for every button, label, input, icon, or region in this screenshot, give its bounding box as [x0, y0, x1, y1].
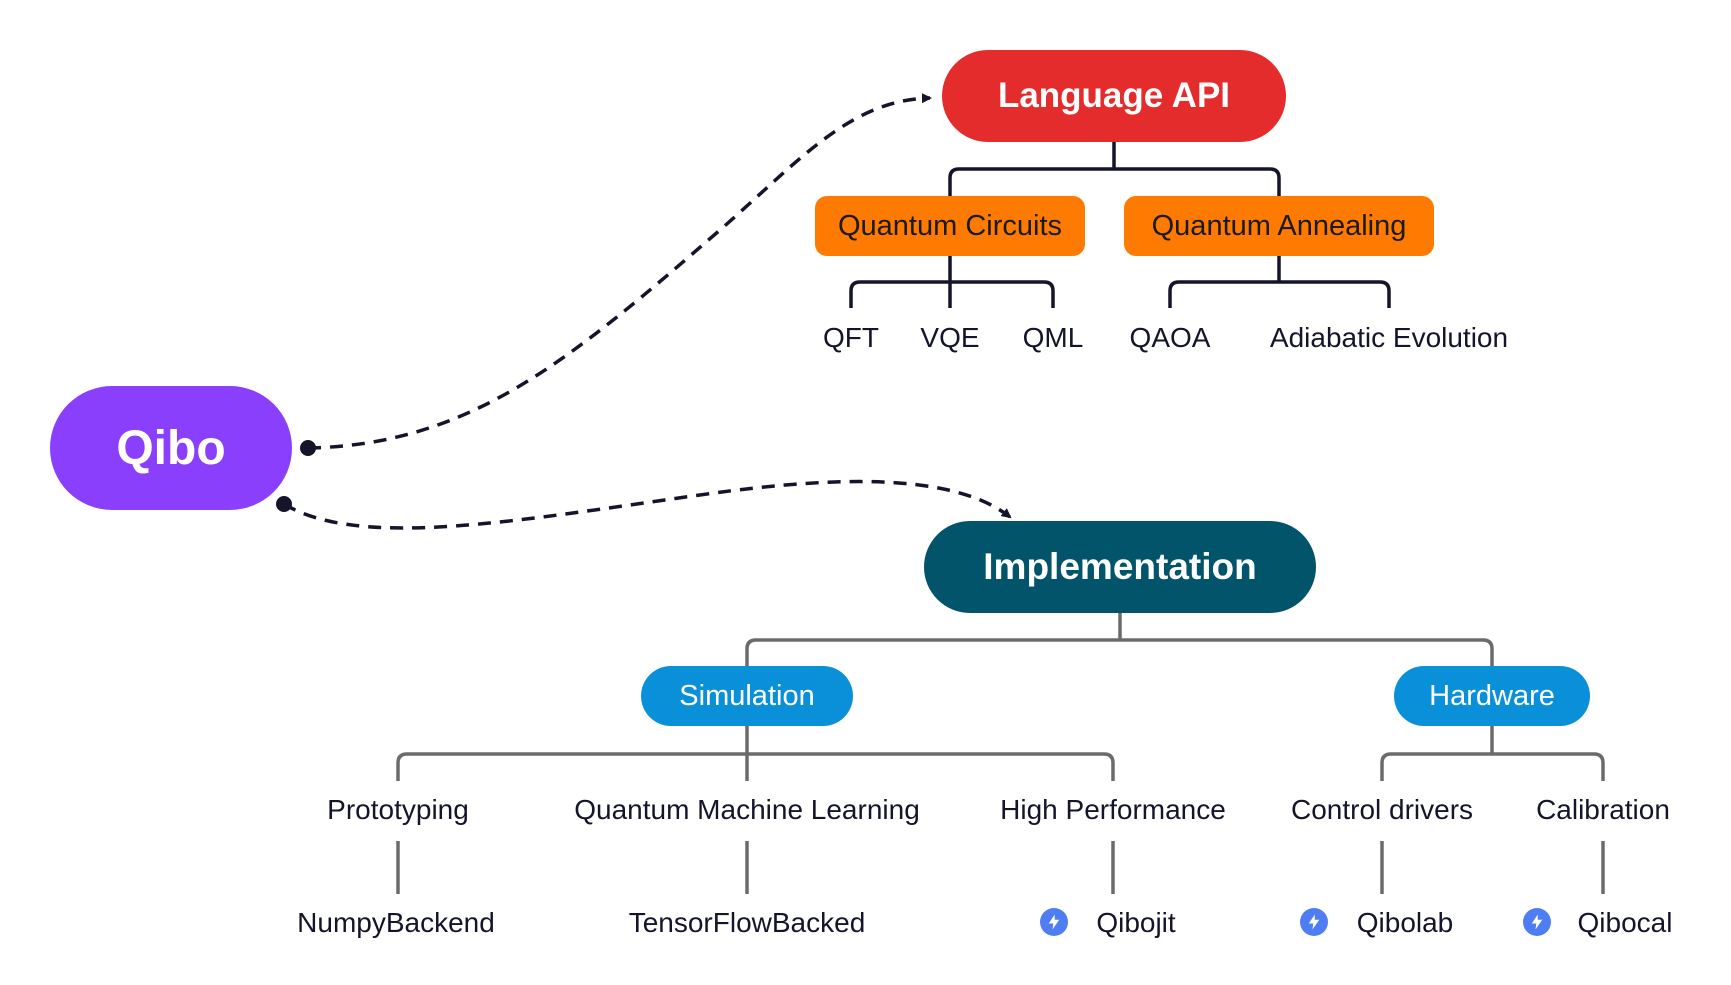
numpy-backend-label: NumpyBackend	[297, 907, 495, 938]
prototyping-label: Prototyping	[327, 794, 469, 825]
vqe-label: VQE	[920, 322, 980, 353]
language-api-node: Language API	[942, 50, 1286, 142]
lightning-icon	[1523, 908, 1551, 936]
dashed-arrow-to-language-api	[307, 93, 932, 450]
simulation-node: Simulation	[641, 666, 853, 726]
control-drivers-label: Control drivers	[1290, 794, 1474, 825]
calibration-label: Calibration	[1536, 794, 1670, 825]
qibojit-label: Qibojit	[1096, 907, 1176, 938]
qibocal-label: Qibocal	[1577, 907, 1673, 938]
high-performance-label: High Performance	[1000, 794, 1226, 825]
qml-label: QML	[1022, 322, 1084, 353]
qibo-node: Qibo	[50, 386, 292, 510]
quantum-annealing-node: Quantum Annealing	[1124, 196, 1434, 256]
qibolab-label: Qibolab	[1356, 907, 1454, 938]
lightning-icon	[1040, 908, 1068, 936]
quantum-circuits-node: Quantum Circuits	[815, 196, 1085, 256]
tensorflow-backend-label: TensorFlowBacked	[628, 907, 866, 938]
language-api-tree-lines	[849, 142, 1391, 308]
lightning-icon	[1300, 908, 1328, 936]
qft-label: QFT	[823, 322, 879, 353]
dashed-arrow-to-implementation	[283, 479, 1012, 530]
quantum-machine-learning-label: Quantum Machine Learning	[574, 794, 920, 825]
implementation-node: Implementation	[924, 521, 1316, 613]
adiabatic-evolution-label: Adiabatic Evolution	[1269, 322, 1509, 353]
implementation-tree-lines	[396, 613, 1605, 894]
qaoa-label: QAOA	[1129, 322, 1211, 353]
hardware-node: Hardware	[1394, 666, 1590, 726]
